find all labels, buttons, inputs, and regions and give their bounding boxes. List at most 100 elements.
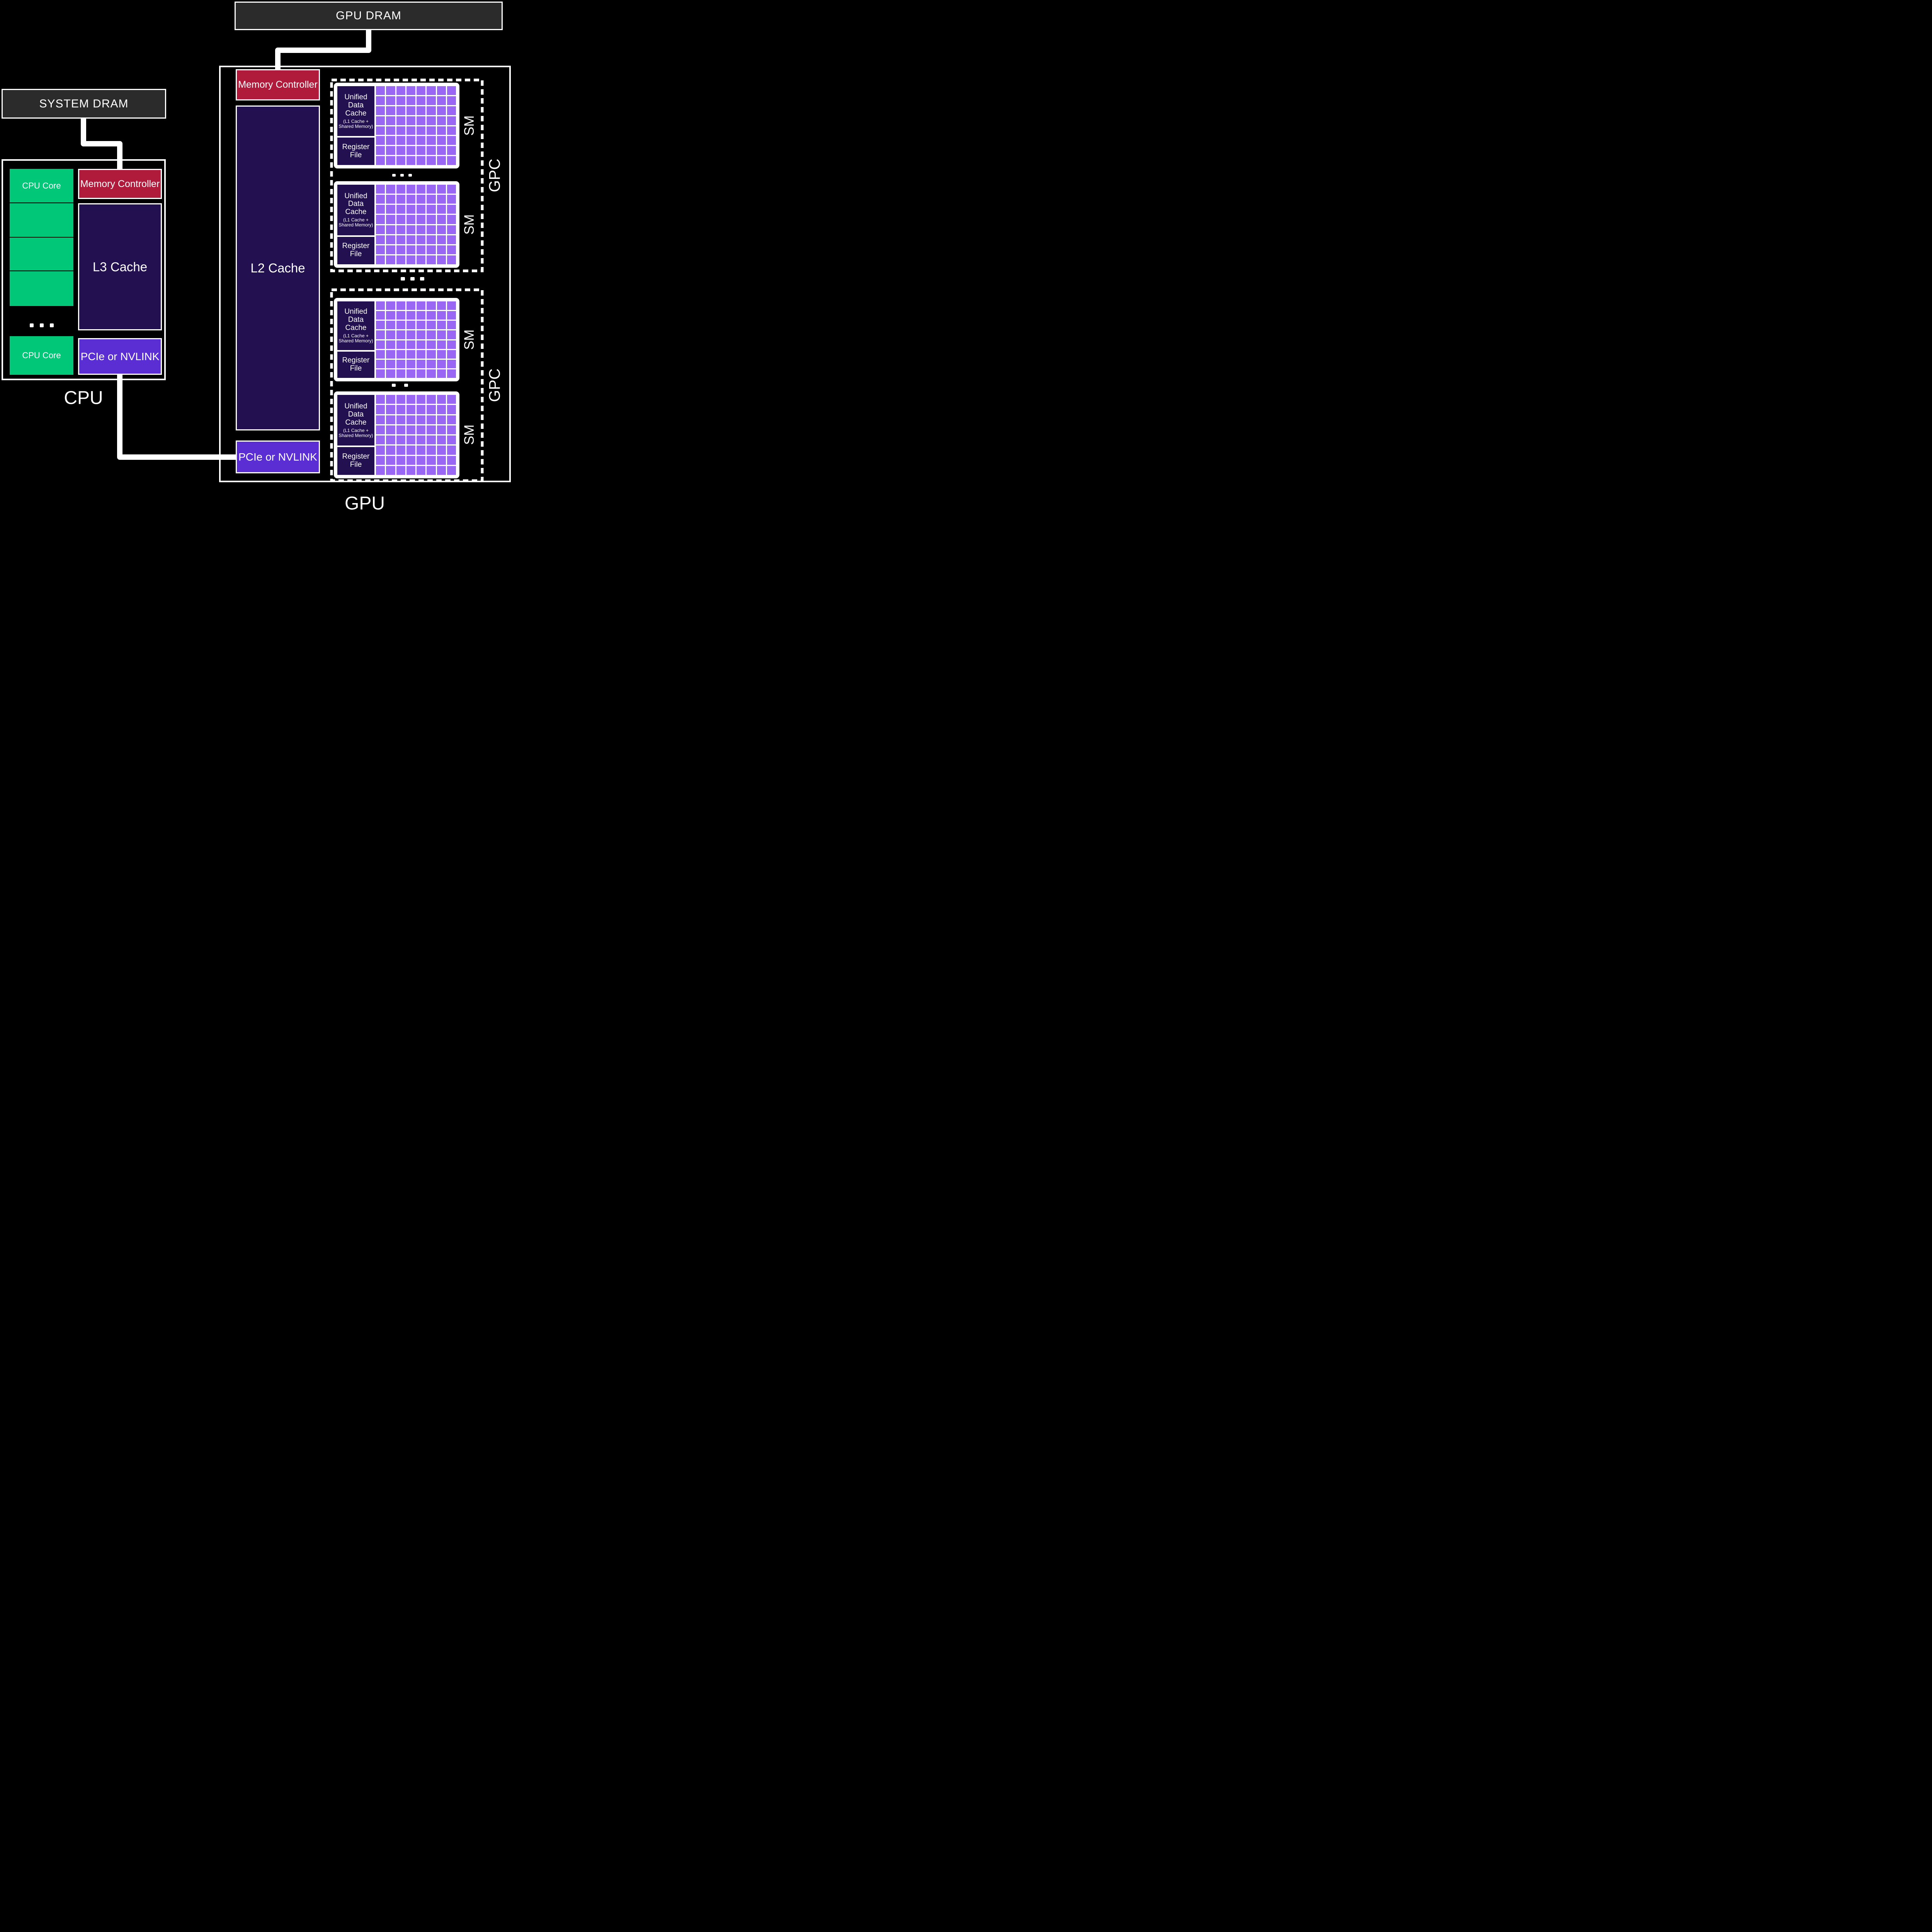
gpu-label: GPU (344, 493, 385, 514)
sm-core-cell (447, 136, 456, 145)
sm-unit: Unified Data Cache (L1 Cache + Shared Me… (334, 83, 459, 168)
sm-core-cell (396, 205, 405, 214)
sm-core-cell (417, 205, 426, 214)
sm-core-cell (396, 126, 405, 135)
sm-core-cell (406, 415, 415, 424)
sm-core-cell (437, 205, 446, 214)
sm-core-cell (376, 215, 385, 224)
sm-unit: Unified Data Cache (L1 Cache + Shared Me… (334, 181, 459, 268)
sm-core-cell (427, 301, 436, 310)
sm-core-cell (376, 446, 385, 455)
sm-core-cell (396, 156, 405, 165)
sm-core-cell (386, 235, 395, 244)
sm-core-cell (406, 86, 415, 95)
sm-unit: Unified Data Cache (L1 Cache + Shared Me… (334, 391, 459, 478)
sm-core-cell (396, 415, 405, 424)
sm-core-cell (417, 235, 426, 244)
sm-core-cell (417, 330, 426, 339)
sm-core-cell (427, 255, 436, 264)
sm-core-cell (427, 350, 436, 359)
sm-core-cell (447, 215, 456, 224)
unified-data-cache-box: Unified Data Cache (L1 Cache + Shared Me… (337, 86, 374, 136)
sm-core-cell (376, 126, 385, 135)
register-file-box: Register File (337, 236, 374, 264)
sm-core-cell (386, 215, 395, 224)
unified-data-cache-subtitle: (L1 Cache + Shared Memory) (338, 118, 373, 129)
sm-core-cell (447, 466, 456, 475)
sm-core-cell (376, 245, 385, 254)
sm-core-cell (386, 466, 395, 475)
sm-core-cell (396, 255, 405, 264)
sm-core-cell (447, 369, 456, 378)
sm-core-cell (447, 235, 456, 244)
sm-core-cell (417, 369, 426, 378)
sm-core-cell (427, 215, 436, 224)
sm-core-cell (376, 359, 385, 368)
sm-core-cell (437, 195, 446, 204)
sm-core-cell (396, 425, 405, 434)
sm-core-grid (376, 301, 456, 378)
sm-core-cell (406, 405, 415, 414)
cpu-outline-box (2, 159, 166, 380)
sm-core-cell (417, 446, 426, 455)
sm-core-cell (417, 86, 426, 95)
cpu-memory-controller-box: Memory Controller (78, 169, 162, 199)
sm-core-cell (406, 245, 415, 254)
sm-core-cell (437, 235, 446, 244)
sm-core-cell (396, 359, 405, 368)
sm-core-cell (386, 195, 395, 204)
sm-core-cell (406, 359, 415, 368)
sm-core-cell (417, 405, 426, 414)
sm-core-cell (427, 415, 436, 424)
sm-core-cell (396, 340, 405, 349)
sm-core-cell (386, 146, 395, 155)
sm-core-cell (386, 369, 395, 378)
sm-core-cell (427, 106, 436, 115)
gpc2-dashed-outline (330, 288, 484, 482)
sm-core-cell (417, 245, 426, 254)
sm-core-cell (396, 146, 405, 155)
sm-core-cell (376, 235, 385, 244)
sm-core-cell (427, 435, 436, 445)
cpu-pcie-to-gpu-pcie-connector (117, 373, 243, 460)
sm-core-cell (406, 116, 415, 125)
sm-core-cell (437, 405, 446, 414)
sm-core-cell (417, 116, 426, 125)
sm-core-cell (447, 301, 456, 310)
sm-core-cell (437, 86, 446, 95)
sm-core-cell (447, 435, 456, 445)
sm-core-cell (386, 301, 395, 310)
sm-core-cell (386, 126, 395, 135)
sm-core-cell (406, 340, 415, 349)
sm-core-cell (386, 106, 395, 115)
sm-core-cell (386, 415, 395, 424)
sm-core-cell (427, 330, 436, 339)
sm-core-cell (417, 225, 426, 234)
sm-core-cell (427, 185, 436, 194)
register-file-box: Register File (337, 351, 374, 378)
sm-core-cell (376, 350, 385, 359)
unified-data-cache-title: Unified Data Cache (344, 93, 367, 117)
sm-core-cell (447, 311, 456, 320)
unified-data-cache-title: Unified Data Cache (344, 308, 367, 332)
sm-core-cell (447, 425, 456, 434)
sm-core-cell (427, 195, 436, 204)
sm-core-cell (376, 86, 385, 95)
sm-core-cell (376, 405, 385, 414)
sm-core-cell (406, 456, 415, 465)
sm-core-cell (376, 456, 385, 465)
sm-core-cell (417, 185, 426, 194)
sm-core-cell (386, 116, 395, 125)
sm-core-cell (386, 96, 395, 105)
sm-core-cell (427, 446, 436, 455)
cpu-core-stack: CPU Core (10, 169, 73, 306)
system-dram-to-cpu-mc-connector (81, 119, 122, 173)
sm-core-cell (447, 195, 456, 204)
cpu-core-box (10, 203, 73, 237)
sm-core-cell (437, 446, 446, 455)
sm-core-cell (437, 350, 446, 359)
sm-core-cell (376, 156, 385, 165)
sm-core-cell (447, 96, 456, 105)
sm-core-cell (386, 350, 395, 359)
gpu-dram-box: GPU DRAM (235, 2, 503, 30)
